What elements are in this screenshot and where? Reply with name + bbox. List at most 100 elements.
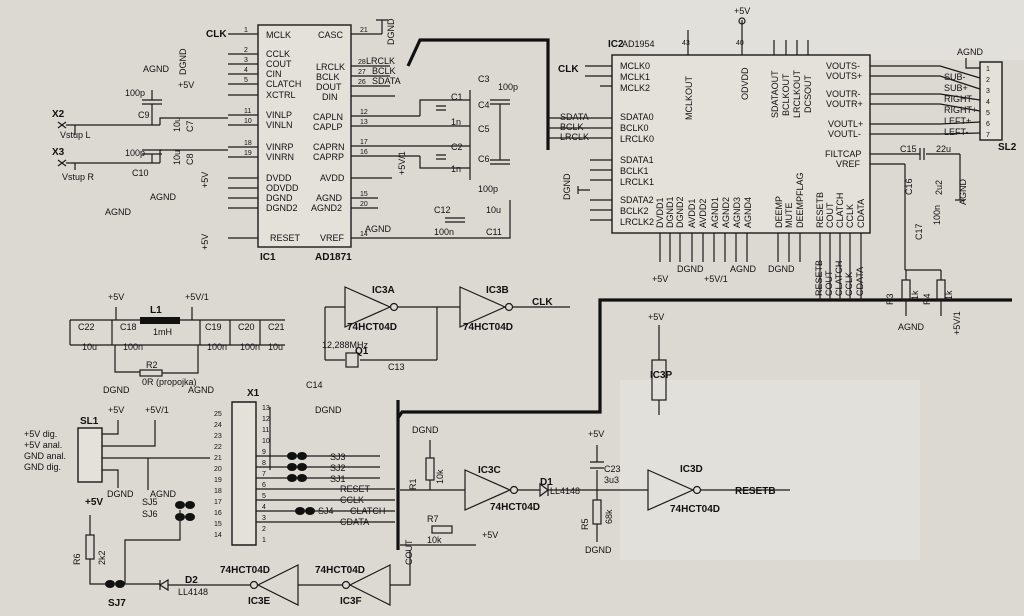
ic1-pin-bclk: BCLK bbox=[316, 72, 340, 82]
ic1-ad1871: IC1 AD1871 MCLK CCLK COUT CIN CLATCH XCT… bbox=[228, 24, 420, 263]
x1-pin: 9 bbox=[262, 449, 266, 456]
ic2-pin-agnd3: AGND3 bbox=[732, 197, 742, 228]
c8-label: C8 bbox=[185, 153, 195, 165]
d1-ref: D1 bbox=[540, 477, 553, 488]
d2-ref: D2 bbox=[185, 575, 198, 586]
r7-value: 10k bbox=[427, 535, 442, 545]
net-bclk-ic1: BCLK bbox=[372, 66, 396, 76]
sl1-wires bbox=[102, 420, 210, 490]
r1-label: R1 bbox=[408, 478, 418, 490]
agnd-label: AGND bbox=[188, 385, 215, 395]
d2-value: LL4148 bbox=[178, 587, 208, 597]
ic2-pin-bclk1: BCLK1 bbox=[620, 166, 649, 176]
ic3d-bubble bbox=[692, 485, 702, 495]
plus5v-label: +5V bbox=[588, 429, 604, 439]
ic3b-ref: IC3B bbox=[486, 285, 509, 296]
x1-pin: 8 bbox=[262, 460, 266, 467]
pin-num: 26 bbox=[358, 79, 366, 86]
ic1-pin-cin: CIN bbox=[266, 69, 282, 79]
r5-label: R5 bbox=[580, 518, 590, 530]
net-sdata-ic1: SDATA bbox=[372, 76, 401, 86]
x1-pin: 1 bbox=[262, 537, 266, 544]
x3-label: Vstup R bbox=[62, 172, 95, 182]
r4-value: 1k bbox=[944, 290, 954, 300]
dgnd-label: DGND bbox=[107, 489, 134, 499]
c10-label: C10 bbox=[132, 168, 149, 178]
r3-value: 1k bbox=[910, 290, 920, 300]
c13-label: C13 bbox=[388, 362, 405, 372]
ic3f-ref: IC3F bbox=[340, 596, 362, 607]
x1-body bbox=[231, 401, 257, 546]
x1-pin: 5 bbox=[262, 493, 266, 500]
ic1-caps: C1 1n C2 1n C3 100p C4 C5 C6 100p C12 10… bbox=[365, 74, 518, 239]
ic1-pin-dgnd2: DGND2 bbox=[266, 203, 298, 213]
c7-value: 10u bbox=[172, 117, 182, 132]
ic2-pin-avdd1: AVDD1 bbox=[687, 199, 697, 228]
r1-body bbox=[425, 457, 435, 481]
pin-num: 18 bbox=[244, 140, 252, 147]
ic2-pin-mute: MUTE bbox=[784, 203, 794, 229]
net-sj6: SJ6 bbox=[142, 509, 158, 519]
net-cdata-x1: CDATA bbox=[340, 517, 369, 527]
pin-num: 16 bbox=[360, 149, 368, 156]
plus5v-label: +5V bbox=[108, 405, 124, 415]
ic2-right-pins bbox=[870, 65, 940, 165]
sl2-label-right-plus: RIGHT+ bbox=[944, 105, 977, 115]
x1-connector: X1 13 12 11 10 9 8 7 6 5 4 3 2 1 25 24 2… bbox=[105, 388, 414, 609]
sl2-label-sub-minus: SUB- bbox=[944, 72, 966, 82]
ic2-pin-dgnd2: DGND2 bbox=[675, 196, 685, 228]
pin-num: 3 bbox=[244, 57, 248, 64]
ic2-pin-vref: VREF bbox=[836, 159, 861, 169]
x1-pin: 24 bbox=[214, 422, 222, 429]
c11-value: 10u bbox=[486, 205, 501, 215]
ic3f-part: 74HCT04D bbox=[315, 565, 365, 576]
net-cout: COUT bbox=[824, 270, 834, 296]
ic2-pin-mclkout: MCLKOUT bbox=[684, 75, 694, 120]
c20-value: 100n bbox=[240, 342, 260, 352]
net-cclk-x1: CCLK bbox=[340, 495, 364, 505]
c10-value: 100p bbox=[125, 148, 145, 158]
input-stage: X2 Vstup L X3 Vstup R 100p C9 100p C10 1… bbox=[52, 64, 228, 250]
c16-value: 2u2 bbox=[934, 180, 944, 195]
ic3b-bubble bbox=[504, 302, 514, 312]
sl2-pin-4: 4 bbox=[986, 99, 990, 106]
ic2-pin-filtcap: FILTCAP bbox=[825, 149, 861, 159]
x1-pin-numbers-right: 13 12 11 10 9 8 7 6 5 4 3 2 1 bbox=[262, 405, 270, 544]
pin-num: 40 bbox=[736, 40, 744, 47]
c2-value: 1n bbox=[451, 164, 461, 174]
pin-num: 14 bbox=[360, 231, 368, 238]
ic2-pin-lrclk1: LRCLK1 bbox=[620, 177, 654, 187]
ic1-pin-vinrp: VINRP bbox=[266, 142, 294, 152]
pin-num: 12 bbox=[360, 109, 368, 116]
plus5v1-label: +5V/1 bbox=[185, 292, 209, 302]
plus5v1-label: +5V/1 bbox=[952, 311, 962, 335]
pin-num: 21 bbox=[360, 27, 368, 34]
ic3d-part: 74HCT04D bbox=[670, 504, 720, 515]
plus5v-label: +5V bbox=[85, 497, 103, 508]
ic2-pin-dgnd1: DGND1 bbox=[665, 196, 675, 228]
r1-value: 10k bbox=[435, 469, 445, 484]
input-wires bbox=[66, 117, 228, 170]
c21-value: 10u bbox=[268, 342, 283, 352]
sl2-body bbox=[979, 61, 1003, 141]
x1-pin: 2 bbox=[262, 526, 266, 533]
plus5v-label: +5V bbox=[200, 234, 210, 250]
r7-body bbox=[431, 525, 453, 534]
plus5v1-label: +5V/1 bbox=[704, 274, 728, 284]
ic1-pin-vinln: VINLN bbox=[266, 120, 293, 130]
sl2-pin-1: 1 bbox=[986, 66, 990, 73]
ic3a-part: 74HCT04D bbox=[347, 322, 397, 333]
inductor-body bbox=[140, 317, 180, 324]
sl2-pin-2: 2 bbox=[986, 77, 990, 84]
vref-network: C15 22u C16 2u2 100n C17 R3 1k R4 1k AGN… bbox=[885, 144, 968, 335]
pin-num: 11 bbox=[244, 108, 251, 115]
sl2-ref: SL2 bbox=[998, 142, 1017, 153]
x1-pin: 11 bbox=[262, 427, 269, 434]
c4-label: C4 bbox=[478, 100, 490, 110]
c5-label: C5 bbox=[478, 124, 490, 134]
net-clk-osc: CLK bbox=[532, 297, 553, 308]
x1-pin: 18 bbox=[214, 488, 222, 495]
ic2-pin-bclk0: BCLK0 bbox=[620, 123, 649, 133]
ic2-pin-lrclk0: LRCLK0 bbox=[620, 134, 654, 144]
bottom-chain: +5V R6 2k2 D2 LL4148 74HCT04D IC3E 74HCT… bbox=[72, 497, 411, 607]
